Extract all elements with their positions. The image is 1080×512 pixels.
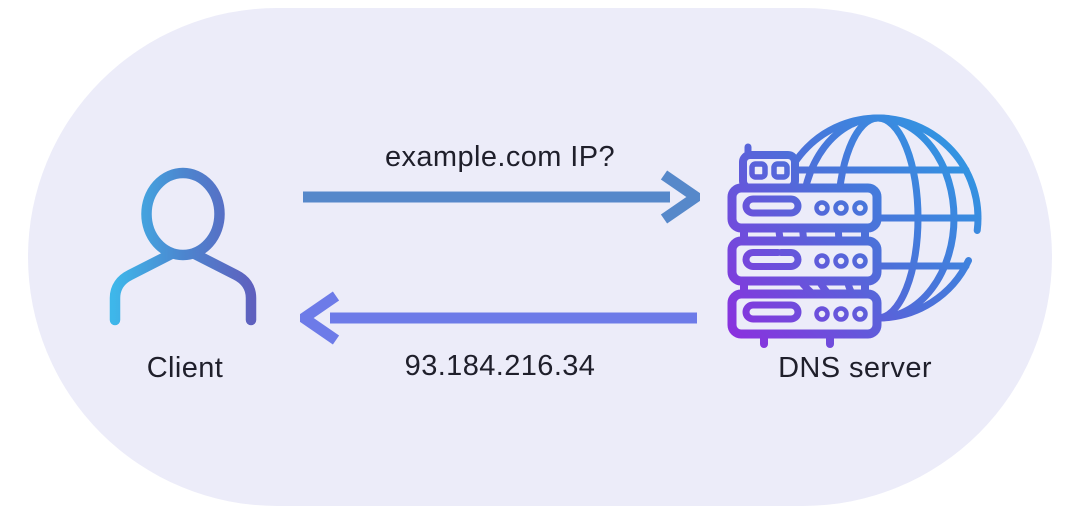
- response-arrow: [300, 291, 697, 345]
- request-label: example.com IP?: [384, 141, 616, 173]
- client-label: Client: [146, 352, 224, 384]
- request-arrow: [303, 170, 700, 224]
- server-globe-icon: [727, 114, 982, 348]
- person-icon: [109, 167, 257, 326]
- response-label: 93.184.216.34: [404, 350, 596, 382]
- server-label: DNS server: [778, 352, 932, 384]
- server-rack-icon: [727, 143, 882, 348]
- person-head: [141, 167, 225, 261]
